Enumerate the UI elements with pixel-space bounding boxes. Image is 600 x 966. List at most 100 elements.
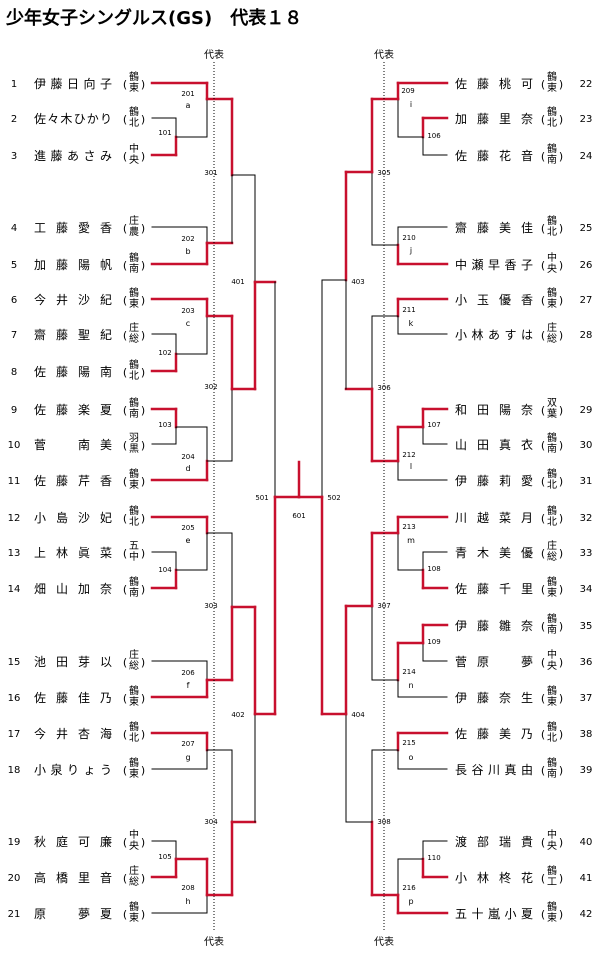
match-number: 202	[181, 235, 194, 243]
club-label: 庄総	[129, 648, 139, 672]
player-number: 40	[580, 837, 593, 848]
club-label: 五中	[129, 541, 139, 563]
club-label: 中央	[129, 142, 139, 166]
paren-close: )	[141, 872, 145, 885]
player-number: 17	[8, 729, 21, 740]
player-number: 32	[580, 513, 593, 524]
club-label: 庄総	[129, 321, 139, 345]
player-name: 佐々木ひかり	[34, 112, 112, 126]
club-label: 中央	[547, 251, 557, 275]
club-label: 鶴東	[129, 684, 139, 708]
paren-open: (	[123, 222, 127, 235]
club-label: 庄総	[547, 321, 557, 345]
paren-open: (	[123, 656, 127, 669]
club-label: 鶴東	[547, 684, 557, 708]
paren-close: )	[559, 113, 563, 126]
player-number: 5	[11, 260, 17, 271]
paren-open: (	[123, 583, 127, 596]
player-number: 10	[8, 440, 21, 451]
player-number: 34	[580, 584, 593, 595]
player-number: 6	[11, 295, 17, 306]
paren-open: (	[541, 728, 545, 741]
player-number: 20	[8, 873, 21, 884]
paren-open: (	[541, 764, 545, 777]
player-number: 9	[11, 405, 17, 416]
paren-close: )	[559, 475, 563, 488]
match-number: 601	[292, 512, 305, 520]
player-name: 中瀬早香子	[455, 257, 533, 272]
player-name: 佐藤楽夏	[34, 403, 112, 417]
paren-open: (	[123, 366, 127, 379]
paren-close: )	[559, 547, 563, 560]
paren-open: (	[123, 908, 127, 921]
paren-close: )	[559, 656, 563, 669]
paren-close: )	[141, 113, 145, 126]
match-number: 106	[427, 132, 441, 140]
club-label: 中央	[547, 828, 557, 852]
match-number: 404	[351, 711, 365, 719]
match-number: 108	[427, 565, 440, 573]
paren-close: )	[141, 222, 145, 235]
player-name: 小玉優香	[455, 293, 533, 307]
paren-open: (	[541, 475, 545, 488]
paren-close: )	[559, 150, 563, 163]
paren-open: (	[541, 294, 545, 307]
match-number: 402	[231, 711, 244, 719]
player-name: 伊藤奈生	[455, 691, 533, 705]
player-number: 39	[580, 765, 593, 776]
paren-open: (	[541, 512, 545, 525]
match-number: 208	[181, 884, 194, 892]
player-number: 2	[11, 114, 17, 125]
paren-close: )	[141, 764, 145, 777]
club-label: 鶴南	[547, 612, 557, 636]
match-number: 101	[158, 129, 171, 137]
player-name: 山田真衣	[455, 437, 533, 452]
player-name: 池田芽以	[34, 655, 112, 669]
paren-close: )	[559, 620, 563, 633]
player-name: 小林柊花	[455, 870, 533, 885]
club-label: 庄総	[547, 539, 557, 563]
player-number: 16	[8, 693, 21, 704]
player-number: 26	[580, 260, 593, 271]
player-number: 15	[8, 657, 21, 668]
paren-close: )	[559, 404, 563, 417]
player-number: 1	[11, 79, 17, 90]
match-number: 214	[402, 668, 416, 676]
club-label: 鶴東	[547, 286, 557, 310]
player-name: 加藤里奈	[455, 112, 533, 126]
paren-open: (	[541, 908, 545, 921]
player-number: 18	[8, 765, 21, 776]
paren-open: (	[123, 404, 127, 417]
club-label: 鶴東	[129, 467, 139, 491]
paren-close: )	[559, 78, 563, 91]
club-label: 鶴東	[129, 900, 139, 924]
paren-close: )	[559, 872, 563, 885]
paren-close: )	[141, 294, 145, 307]
player-name: 工藤愛香	[34, 221, 112, 235]
paren-open: (	[541, 583, 545, 596]
club-label: 鶴北	[129, 720, 139, 744]
player-name: 伊藤日向子	[34, 76, 112, 91]
player-name: 伊藤雛奈	[455, 618, 533, 633]
player-number: 25	[580, 223, 593, 234]
paren-open: (	[541, 439, 545, 452]
paren-open: (	[541, 222, 545, 235]
player-number: 21	[8, 909, 21, 920]
paren-open: (	[541, 547, 545, 560]
player-number: 30	[580, 440, 593, 451]
paren-close: )	[559, 222, 563, 235]
player-name: 渡部瑞貴	[455, 834, 533, 849]
match-number: 501	[255, 494, 268, 502]
player-number: 29	[580, 405, 593, 416]
match-number: 209	[401, 87, 414, 95]
club-label: 鶴南	[129, 251, 139, 275]
representative-label-top: 代表	[204, 48, 224, 61]
match-number: 303	[204, 602, 217, 610]
player-name: 長谷川真由	[455, 763, 533, 777]
player-number: 27	[580, 295, 593, 306]
match-number: 203	[181, 307, 194, 315]
club-label: 中央	[547, 648, 557, 672]
match-letter: k	[409, 319, 414, 328]
match-number: 301	[204, 169, 217, 177]
